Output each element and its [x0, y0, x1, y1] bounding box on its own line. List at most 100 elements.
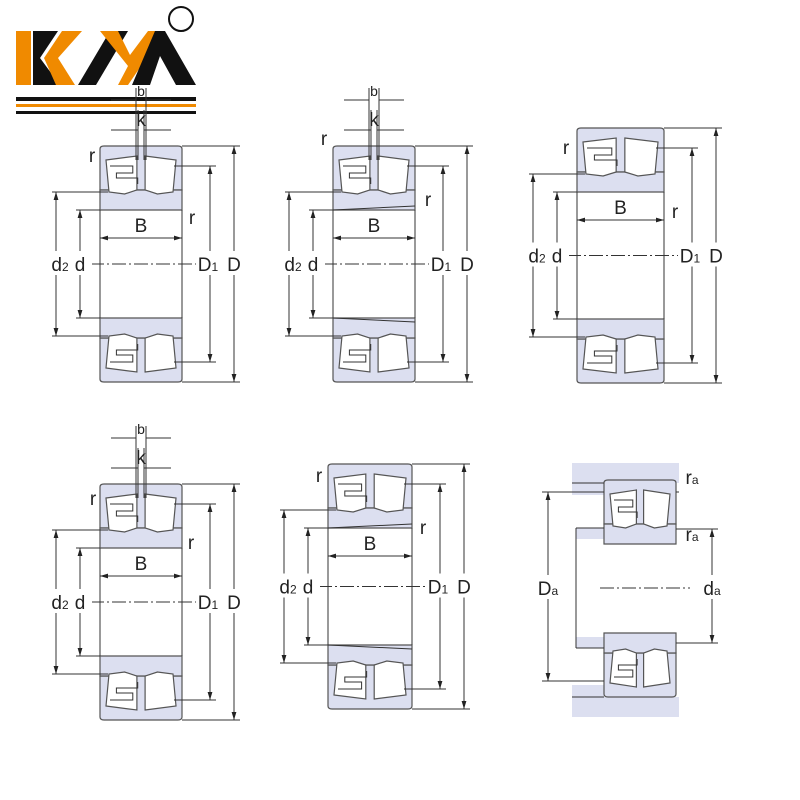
label-r-inner: r	[425, 190, 432, 211]
roller	[105, 155, 138, 195]
label-b-width: B	[368, 216, 381, 237]
label-da-sub: a	[714, 584, 721, 598]
label-d2-main: d	[284, 255, 295, 276]
roller	[144, 671, 177, 711]
label-d-main: d	[552, 247, 563, 268]
cage	[110, 344, 139, 363]
cage	[343, 165, 372, 184]
housing-shoulder-bottom	[572, 685, 604, 697]
label-d: D	[227, 593, 241, 614]
roller	[144, 155, 177, 195]
label-r-outer: r	[90, 489, 97, 510]
label-d-main: d	[75, 255, 86, 276]
roller	[609, 489, 638, 529]
label-d-main: D	[227, 255, 241, 276]
inner-ring	[603, 523, 677, 545]
label-d2-main: d	[51, 255, 62, 276]
cage	[110, 503, 139, 522]
cage	[587, 345, 618, 364]
label-d: D	[227, 255, 241, 276]
label-d2: d2	[528, 247, 546, 268]
label-bg	[536, 575, 560, 599]
label-ra-shaft-main: r	[685, 525, 692, 546]
label-bg	[426, 573, 450, 598]
label-d-main: D	[460, 255, 474, 276]
label-d: d	[75, 255, 86, 276]
housing-bottom	[572, 697, 679, 717]
label-d-main: D	[457, 578, 471, 599]
roller	[333, 660, 367, 700]
label-bg	[678, 242, 702, 267]
label-r-outer: r	[316, 466, 323, 487]
cage	[110, 165, 139, 184]
label-d1-main: D	[431, 255, 445, 276]
cage	[110, 682, 139, 701]
roller	[377, 333, 410, 373]
label-groove-k: k	[369, 110, 379, 131]
shaft-shoulder-top	[576, 528, 604, 539]
label-da: da	[703, 579, 721, 600]
label-d2: d2	[284, 255, 302, 276]
kya-logo	[16, 6, 196, 114]
roller	[373, 660, 407, 700]
roller	[338, 333, 371, 373]
roller	[624, 137, 659, 177]
roller	[105, 333, 138, 373]
label-d1-sub: 1	[694, 252, 701, 266]
label-d: d	[552, 247, 563, 268]
label-bg	[68, 589, 92, 613]
label-da-main: D	[538, 579, 552, 600]
registered-mark-icon	[168, 6, 194, 32]
cage	[587, 147, 618, 166]
label-d2: d2	[51, 255, 69, 276]
label-d2-sub: 2	[290, 583, 297, 597]
label-d2-main: d	[528, 247, 539, 268]
label-bg	[301, 251, 325, 275]
label-groove-b: b	[137, 421, 145, 437]
housing-top	[572, 463, 679, 483]
label-d1-main: D	[428, 578, 442, 599]
label-d1-main: D	[198, 593, 212, 614]
label-bg	[700, 575, 724, 599]
label-b-width: B	[364, 534, 377, 555]
label-bg	[429, 251, 453, 275]
label-d2-sub: 2	[62, 598, 69, 612]
label-bg	[545, 242, 569, 267]
roller	[333, 473, 367, 513]
label-bg	[222, 251, 246, 275]
label-d: d	[75, 593, 86, 614]
label-groove-k: k	[136, 448, 146, 469]
label-da-main: d	[703, 579, 714, 600]
cage	[614, 499, 638, 518]
label-bg	[196, 251, 220, 275]
label-ra-shaft: ra	[685, 525, 698, 546]
roller	[105, 671, 138, 711]
label-d1: D1	[428, 578, 449, 599]
label-d1-sub: 1	[445, 260, 452, 274]
roller	[144, 333, 177, 373]
bore-taper-bottom	[327, 644, 413, 650]
label-d: D	[457, 578, 471, 599]
roller	[582, 137, 617, 177]
roller	[609, 648, 638, 688]
inner-ring	[603, 632, 677, 654]
label-d-main: d	[303, 578, 314, 599]
roller	[105, 493, 138, 533]
label-groove-b: b	[137, 83, 145, 99]
label-d: d	[308, 255, 319, 276]
label-bg	[296, 573, 320, 598]
roller	[338, 155, 371, 195]
roller	[624, 334, 659, 374]
shaft-shoulder-bottom	[576, 637, 604, 648]
label-groove-k: k	[136, 110, 146, 131]
label-d-main: d	[75, 593, 86, 614]
label-r-outer: r	[321, 129, 328, 150]
bore-taper-top	[327, 523, 413, 529]
label-d2-sub: 2	[62, 260, 69, 274]
bore-taper-top	[332, 205, 416, 211]
roller	[642, 489, 671, 529]
